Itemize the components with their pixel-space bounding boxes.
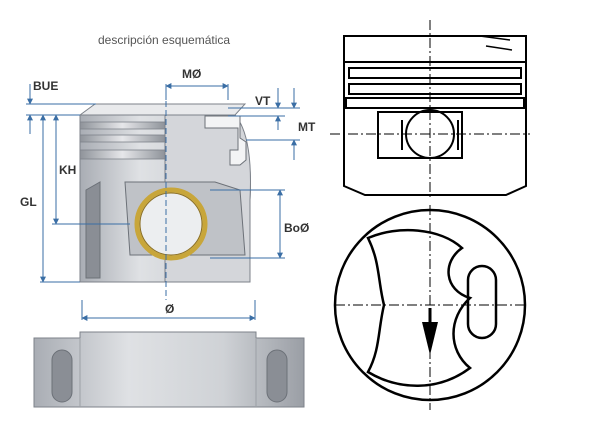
- piston-section-drawing: [330, 20, 530, 200]
- label-bo: BoØ: [284, 221, 309, 235]
- piston-3d-view: [78, 103, 251, 283]
- label-kh: KH: [59, 163, 76, 177]
- label-mt: MT: [298, 120, 316, 134]
- diagram-caption: descripción esquemática: [98, 33, 231, 47]
- direction-arrow-icon: [422, 322, 438, 355]
- piston-bottom-view: [33, 331, 305, 408]
- label-gl: GL: [20, 195, 37, 209]
- label-vt: VT: [255, 94, 271, 108]
- label-bue: BUE: [33, 79, 58, 93]
- dimension-lines-left: [26, 83, 300, 321]
- label-diameter: Ø: [165, 302, 174, 316]
- label-mo: MØ: [182, 67, 201, 81]
- piston-top-view: [333, 205, 527, 410]
- ring-grooves: [79, 121, 166, 160]
